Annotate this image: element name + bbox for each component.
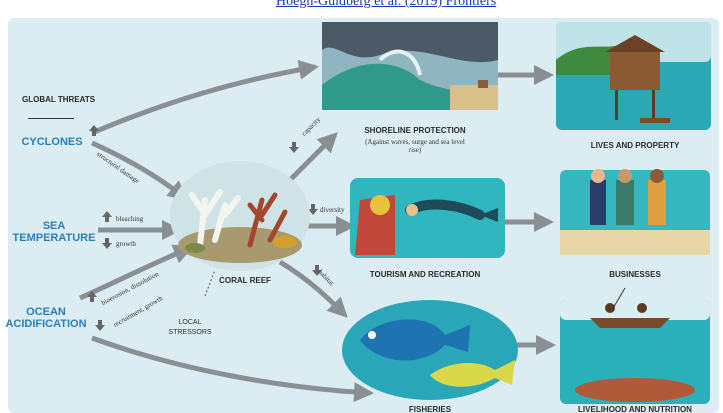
fisheries-label: FISHERIES [390, 405, 470, 413]
arrow-acid-to-reef [80, 248, 190, 298]
down-arrow-icon [102, 238, 112, 249]
shoreline-subtitle: (Against waves, surge and sea level rise… [360, 138, 470, 154]
arrow-cyclones-to-shoreline [92, 67, 315, 133]
bleaching-label: bleaching [116, 215, 143, 223]
lives-property-label: LIVES AND PROPERTY [560, 141, 710, 151]
arrow-reef-to-fisheries [280, 262, 345, 315]
diversity-label: diversity [320, 206, 345, 214]
fishing-boat-illustration [560, 288, 710, 404]
coral-reef-illustration [170, 161, 310, 271]
stilt-house-illustration [556, 22, 711, 130]
up-arrow-icon [89, 125, 99, 136]
fisheries-fish-illustration [342, 300, 518, 400]
livelihood-label: LIVELIHOOD AND NUTRITION [555, 405, 715, 413]
heading-underline [28, 118, 74, 119]
down-arrow-icon [289, 142, 299, 153]
shoreline-storm-illustration [322, 22, 498, 110]
businesses-people-illustration [560, 169, 710, 255]
cyclones-label: CYCLONES [20, 136, 84, 148]
down-arrow-icon [95, 320, 105, 331]
shoreline-protection-label: SHORELINE PROTECTION [340, 126, 490, 136]
sea-temperature-label: SEA TEMPERATURE [12, 220, 96, 244]
businesses-label: BUSINESSES [560, 270, 710, 280]
arrow-cyclones-to-reef [92, 143, 185, 198]
tourism-label: TOURISM AND RECREATION [350, 270, 500, 280]
up-arrow-icon [102, 211, 112, 222]
tourism-diver-illustration [350, 178, 505, 258]
arrow-acid-to-fisheries [92, 338, 370, 393]
global-threats-heading: GLOBAL THREATS [22, 95, 78, 105]
local-stressors-label: LOCAL STRESSORS [160, 318, 220, 338]
ocean-acidification-label: OCEAN ACIDIFICATION [4, 306, 88, 330]
growth-label: growth [116, 240, 136, 248]
coral-reef-label: CORAL REEF [210, 276, 280, 286]
